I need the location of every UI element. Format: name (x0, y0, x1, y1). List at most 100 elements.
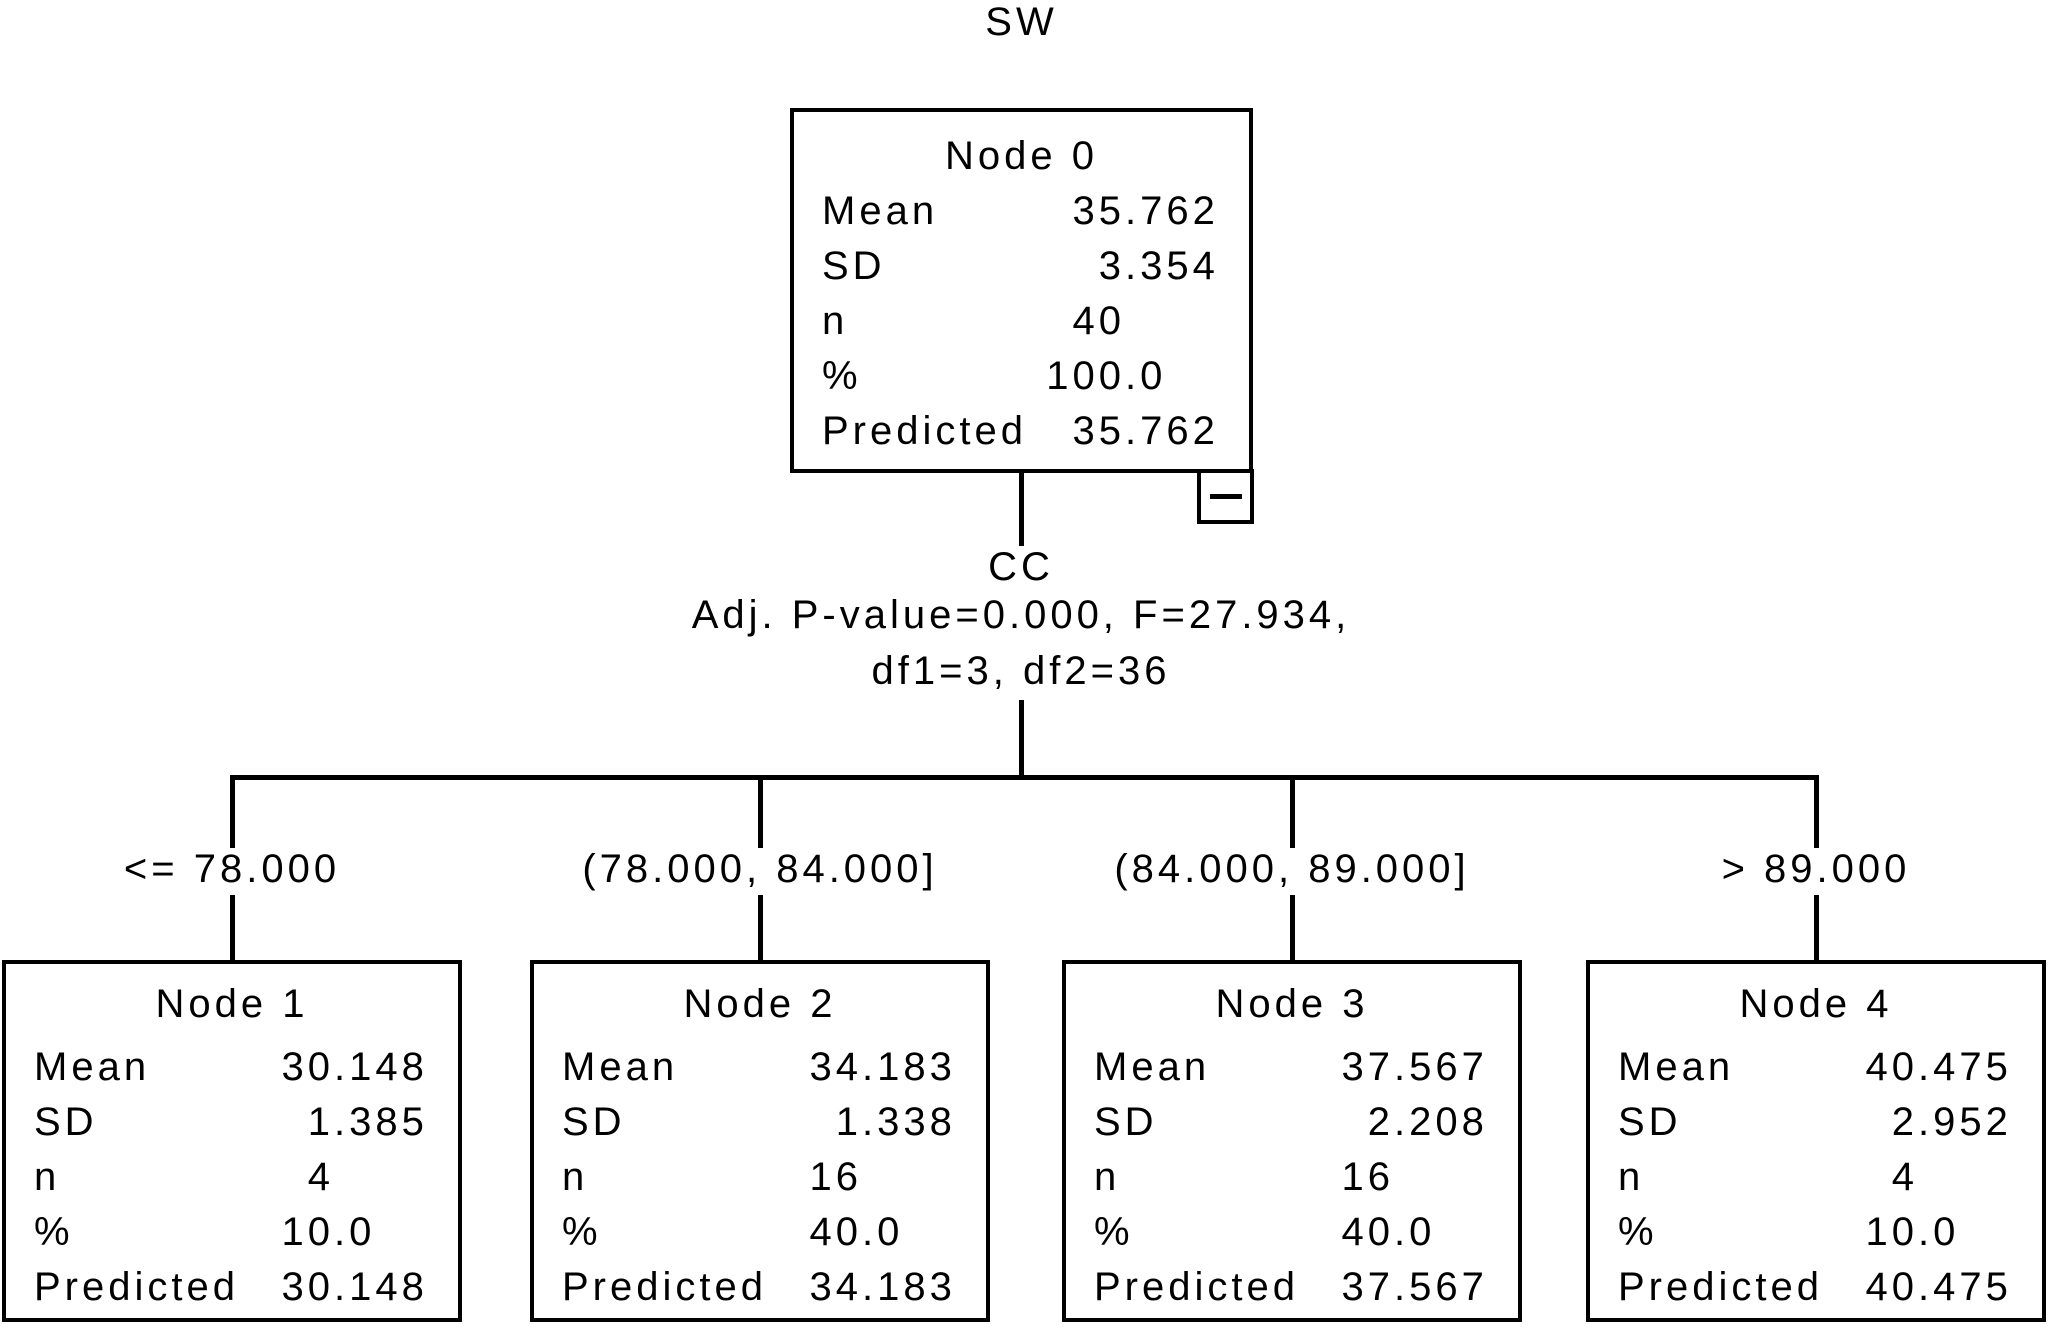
stat-value-int: 30 (281, 1265, 334, 1309)
stat-row: n 40 (794, 294, 1249, 349)
connector-horizontal-bar (230, 775, 1818, 780)
stat-value-int: 16 (1341, 1155, 1394, 1199)
stat-row: n 16 (1066, 1150, 1518, 1205)
stat-value-int: 40 (1865, 1265, 1918, 1309)
stat-value-frac: .567 (1394, 1045, 1488, 1089)
node-2-title: Node 2 (683, 982, 837, 1026)
collapse-node-button[interactable] (1197, 469, 1254, 524)
stat-label: n (562, 1155, 589, 1199)
split-stats-line-2: df1=3, df2=36 (871, 649, 1171, 693)
stat-label: % (1618, 1210, 1658, 1254)
stat-row: %10.0 (6, 1205, 458, 1260)
stat-row: n 16 (534, 1150, 986, 1205)
connector-branch-3-lower (1290, 895, 1295, 962)
connector-branch-4-upper (1814, 775, 1819, 848)
stat-label: Predicted (34, 1265, 239, 1309)
stat-label: n (822, 299, 849, 343)
stat-label: Predicted (822, 409, 1027, 453)
stat-label: Predicted (562, 1265, 767, 1309)
stat-value-int: 37 (1341, 1045, 1394, 1089)
stat-label: n (1618, 1155, 1645, 1199)
stat-value-frac: .338 (862, 1100, 956, 1144)
node-1-title: Node 1 (155, 982, 309, 1026)
stat-value-frac: .148 (334, 1265, 428, 1309)
stat-value-int: 1 (307, 1100, 334, 1144)
stat-value-frac: .0 (1394, 1210, 1436, 1254)
stat-value-int: 35 (1072, 409, 1125, 453)
stat-label: Mean (562, 1045, 679, 1089)
stat-value-frac: .762 (1125, 189, 1219, 233)
stat-value-frac: .0 (1918, 1210, 1960, 1254)
stat-value-int: 100 (1046, 354, 1125, 398)
stat-value-frac: .354 (1125, 244, 1219, 288)
node-4-title: Node 4 (1739, 982, 1893, 1026)
stat-value-int: 2 (1367, 1100, 1394, 1144)
stat-row: Mean 37.567 (1066, 1040, 1518, 1095)
stat-value-frac: .952 (1918, 1100, 2012, 1144)
stat-value-int: 10 (1865, 1210, 1918, 1254)
connector-root-stem-bottom (1019, 700, 1024, 780)
stat-label: Predicted (1618, 1265, 1823, 1309)
stat-value-int: 16 (809, 1155, 862, 1199)
connector-branch-1-lower (230, 895, 235, 962)
stat-row: SD 2.208 (1066, 1095, 1518, 1150)
stat-label: SD (822, 244, 886, 288)
stat-row: %40.0 (1066, 1205, 1518, 1260)
stat-value-frac: .567 (1394, 1265, 1488, 1309)
stat-value-frac: .183 (862, 1265, 956, 1309)
stat-value-int: 4 (1891, 1155, 1918, 1199)
stat-label: Mean (1094, 1045, 1211, 1089)
stat-value-frac: .0 (334, 1210, 376, 1254)
branch-condition-2: (78.000, 84.000] (582, 847, 938, 891)
connector-root-stem-top (1019, 470, 1024, 546)
stat-value-frac: .0 (862, 1210, 904, 1254)
split-stats-line-1: Adj. P-value=0.000, F=27.934, (691, 593, 1351, 637)
stat-row: Predicted 40.475 (1590, 1260, 2042, 1315)
stat-label: n (34, 1155, 61, 1199)
stat-value-frac: .208 (1394, 1100, 1488, 1144)
stat-value-frac: .475 (1918, 1265, 2012, 1309)
stat-value-int: 34 (809, 1045, 862, 1089)
minus-icon (1209, 494, 1242, 499)
stat-value-int: 37 (1341, 1265, 1394, 1309)
connector-branch-2-upper (758, 775, 763, 848)
stat-label: Mean (822, 189, 939, 233)
stat-value-int: 40 (1072, 299, 1125, 343)
stat-row: %40.0 (534, 1205, 986, 1260)
stat-value-frac: .0 (1125, 354, 1167, 398)
stat-value-frac: .148 (334, 1045, 428, 1089)
stat-label: % (822, 354, 862, 398)
stat-value-int: 4 (307, 1155, 334, 1199)
stat-value-int: 34 (809, 1265, 862, 1309)
connector-branch-3-upper (1290, 775, 1295, 848)
stat-value-int: 40 (809, 1210, 862, 1254)
stat-value-int: 1 (835, 1100, 862, 1144)
stat-label: SD (1094, 1100, 1158, 1144)
branch-condition-4: > 89.000 (1721, 847, 1911, 891)
stat-label: SD (1618, 1100, 1682, 1144)
stat-row: % 100.0 (794, 349, 1249, 404)
stat-value-int: 30 (281, 1045, 334, 1089)
stat-label: Mean (1618, 1045, 1735, 1089)
node-0-title: Node 0 (945, 134, 1098, 178)
stat-label: n (1094, 1155, 1121, 1199)
stat-value-int: 10 (281, 1210, 334, 1254)
split-variable-label: CC (988, 545, 1054, 589)
connector-branch-4-lower (1814, 895, 1819, 962)
